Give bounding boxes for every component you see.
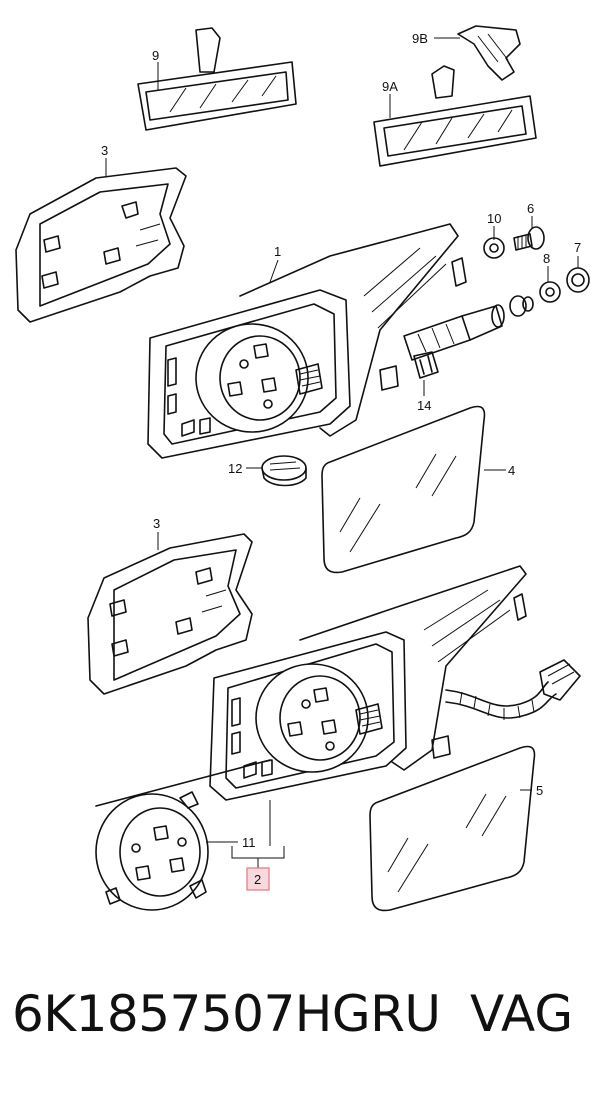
callout-9B: 9B [412, 31, 428, 46]
callout-9A: 9A [382, 79, 398, 94]
adjuster-motor-11 [95, 759, 271, 911]
callout-9: 9 [152, 48, 159, 63]
clip-14 [413, 351, 439, 379]
mirror-glass-5 [369, 745, 536, 912]
mirror-housing-1 [147, 223, 467, 459]
callout-4: 4 [508, 463, 515, 478]
mirror-housing-lower [209, 565, 581, 801]
callout-2: 2 [254, 872, 261, 887]
callout-14: 14 [417, 398, 431, 413]
callout-8: 8 [543, 251, 550, 266]
mirror-cap-3-lower [87, 533, 253, 695]
nut-8 [539, 281, 561, 303]
grommet-7 [566, 267, 590, 293]
callout-3-upper: 3 [101, 143, 108, 158]
cap-12 [261, 455, 307, 487]
mount-clip-9B [457, 25, 521, 81]
highlight-box-2 [246, 867, 270, 891]
callout-11: 11 [242, 835, 256, 850]
mirror-cap-3-upper [15, 167, 187, 323]
interior-mirror-9 [137, 27, 297, 131]
interior-mirror-9A [373, 65, 537, 167]
callout-6: 6 [527, 201, 534, 216]
caption: 6K1857507HGRU VAG [0, 985, 600, 1065]
washer-10 [483, 237, 505, 259]
leader-lines [105, 37, 579, 868]
mirror-glass-4 [321, 405, 486, 574]
callout-labels: 9 9B 9A 3 10 6 1 8 7 14 12 4 3 5 11 2 [101, 31, 581, 887]
part-number: 6K1857507HGRU [12, 985, 441, 1043]
callout-7: 7 [574, 240, 581, 255]
callout-10: 10 [487, 211, 501, 226]
callout-12: 12 [228, 461, 242, 476]
callout-5: 5 [536, 783, 543, 798]
brand-name: VAG [470, 985, 574, 1043]
exploded-parts-diagram: 9 9B 9A 3 10 6 1 8 7 14 12 4 3 5 11 2 [15, 25, 590, 912]
screw-6 [513, 226, 545, 251]
callout-1: 1 [274, 244, 281, 259]
callout-3-lower: 3 [153, 516, 160, 531]
adjuster-assembly [403, 295, 534, 361]
